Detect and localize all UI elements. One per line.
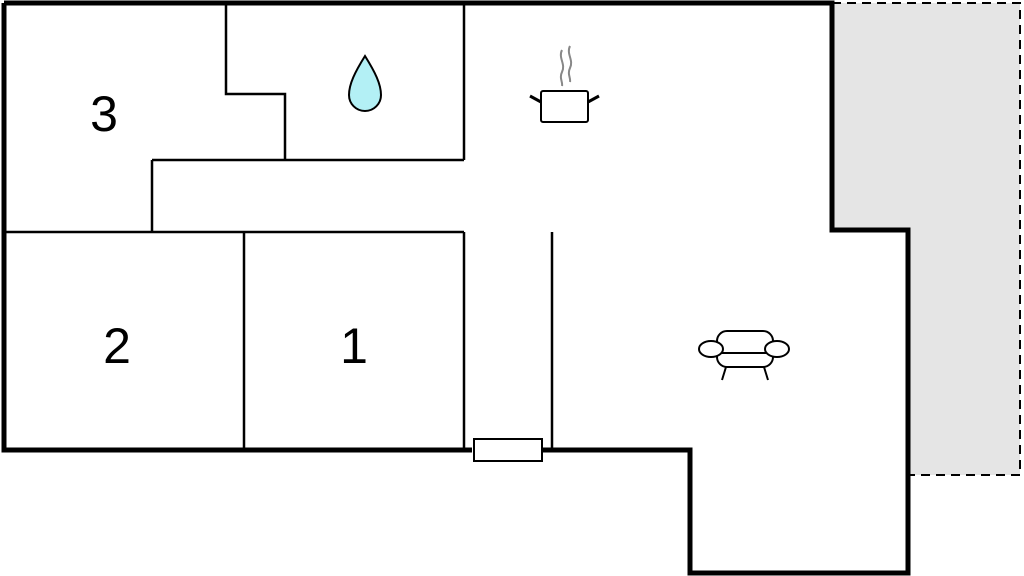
sofa-leg-right [763,366,769,381]
interior-walls [4,3,554,450]
sofa-arm-left [698,340,724,358]
room-3-label: 3 [90,86,118,142]
sofa-icon [698,330,790,381]
cooking-pot-icon [529,45,600,123]
outer-wall [1,0,911,576]
pot-body [540,90,589,123]
terrace-area [832,3,1020,475]
entrance-door [473,438,543,462]
steam-lines [559,45,573,87]
pot-handle-right [587,94,600,104]
sofa-leg-left [721,366,727,381]
water-drop-icon [347,54,383,112]
sofa-arm-right [764,340,790,358]
wall-room3-bath [224,3,287,160]
terrace-dashed-border [832,2,1021,476]
room-2-label: 2 [103,318,131,374]
pot-handle-left [529,94,542,104]
room-1-label: 1 [340,318,368,374]
